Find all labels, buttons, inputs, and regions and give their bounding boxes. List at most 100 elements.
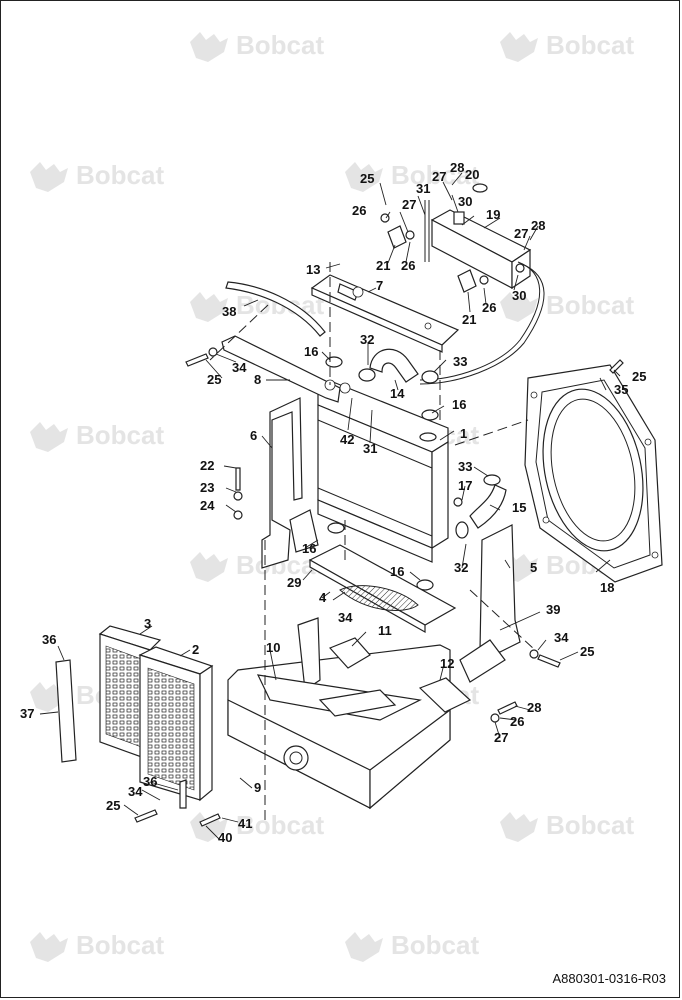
callout-29: 29 — [287, 575, 301, 590]
callout-36b: 36 — [143, 774, 157, 789]
callout-3: 3 — [144, 616, 151, 631]
bobcat-watermark: Bobcat — [190, 30, 324, 62]
callout-32b: 32 — [454, 560, 468, 575]
callout-31: 31 — [416, 181, 430, 196]
watermark-text: Bobcat — [76, 930, 164, 960]
lower-tray — [308, 544, 457, 634]
callout-1: 1 — [460, 426, 467, 441]
callout-36: 36 — [42, 632, 56, 647]
callout-16c: 16 — [302, 541, 316, 556]
callout-25c: 25 — [632, 369, 646, 384]
watermark-text: Bobcat — [546, 290, 634, 320]
bobcat-watermark: Bobcat — [500, 290, 634, 322]
callout-6: 6 — [250, 428, 257, 443]
gasket-strip — [179, 779, 187, 809]
callout-33b: 33 — [458, 459, 472, 474]
rubber-isolator — [421, 409, 439, 421]
callout-34: 34 — [232, 360, 247, 375]
callout-32: 32 — [360, 332, 374, 347]
bobcat-watermark: Bobcat — [30, 160, 164, 192]
watermark-text: Bobcat — [391, 160, 479, 190]
bobcat-logo-icon — [345, 932, 383, 962]
callout-25b: 25 — [207, 372, 221, 387]
callout-9: 9 — [254, 780, 261, 795]
base-frame — [227, 617, 451, 810]
bobcat-logo-icon — [345, 162, 383, 192]
bobcat-watermark: Bobcat — [190, 550, 324, 582]
watermark-text: Bobcat — [546, 810, 634, 840]
callout-labels: 1 2 3 4 5 6 7 8 9 10 11 12 13 14 15 16 1… — [20, 160, 646, 845]
condenser — [138, 646, 214, 802]
watermark-text: Bobcat — [236, 290, 324, 320]
callout-12: 12 — [440, 656, 454, 671]
callout-27c: 27 — [514, 226, 528, 241]
watermark-text: Bobcat — [546, 30, 634, 60]
callout-21b: 21 — [462, 312, 476, 327]
callout-40: 40 — [218, 830, 232, 845]
callout-33: 33 — [453, 354, 467, 369]
callout-38: 38 — [222, 304, 236, 319]
bobcat-logo-icon — [500, 32, 538, 62]
callout-7: 7 — [376, 278, 383, 293]
callout-26c: 26 — [482, 300, 496, 315]
callout-leaders — [39, 172, 621, 841]
fan-shroud — [524, 364, 663, 583]
bobcat-logo-icon — [190, 32, 228, 62]
gasket-strip — [55, 659, 77, 763]
bobcat-logo-icon — [30, 932, 68, 962]
callout-15: 15 — [512, 500, 526, 515]
callout-19: 19 — [486, 207, 500, 222]
callout-37: 37 — [20, 706, 34, 721]
callout-41: 41 — [238, 816, 252, 831]
callout-16d: 16 — [390, 564, 404, 579]
callout-20: 20 — [465, 167, 479, 182]
radiator — [317, 381, 449, 563]
bobcat-logo-icon — [190, 552, 228, 582]
left-side-bracket — [261, 397, 319, 569]
upper-hose — [369, 348, 419, 383]
bobcat-logo-icon — [500, 292, 538, 322]
callout-16: 16 — [304, 344, 318, 359]
watermark-text: Bobcat — [76, 160, 164, 190]
callout-27: 27 — [402, 197, 416, 212]
bobcat-watermark: Bobcat — [190, 810, 324, 842]
callout-34d: 34 — [128, 784, 143, 799]
callout-25e: 25 — [106, 798, 120, 813]
overflow-hose — [419, 261, 541, 381]
hose-clamp — [358, 368, 376, 382]
callout-23: 23 — [200, 480, 214, 495]
watermark-text: Bobcat — [76, 420, 164, 450]
callout-31b: 31 — [363, 441, 377, 456]
callout-8: 8 — [254, 372, 261, 387]
right-side-bracket — [459, 524, 521, 683]
seal-strip — [225, 281, 326, 337]
tank-bracket-right — [457, 269, 477, 293]
callout-25: 25 — [360, 171, 374, 186]
callout-26: 26 — [352, 203, 366, 218]
callout-30: 30 — [458, 194, 472, 209]
hose-clamp — [455, 521, 469, 539]
callout-13: 13 — [306, 262, 320, 277]
bobcat-logo-icon — [30, 162, 68, 192]
callout-34b: 34 — [338, 610, 353, 625]
callout-25d: 25 — [580, 644, 594, 659]
callout-28b: 28 — [531, 218, 545, 233]
callout-30b: 30 — [512, 288, 526, 303]
assembly-centerlines — [209, 262, 536, 820]
watermark-text: Bobcat — [236, 810, 324, 840]
callout-35: 35 — [614, 382, 628, 397]
callout-34c: 34 — [554, 630, 569, 645]
rubber-isolator — [416, 579, 434, 591]
callout-27b: 27 — [432, 169, 446, 184]
callout-24: 24 — [200, 498, 215, 513]
drawing-number: A880301-0316-R03 — [552, 971, 666, 986]
cover-plate — [328, 637, 371, 669]
callout-18: 18 — [600, 580, 614, 595]
bobcat-logo-icon — [190, 292, 228, 322]
lower-hose — [469, 484, 507, 529]
watermark-text: Bobcat — [391, 930, 479, 960]
bobcat-watermark: Bobcat — [345, 160, 479, 192]
